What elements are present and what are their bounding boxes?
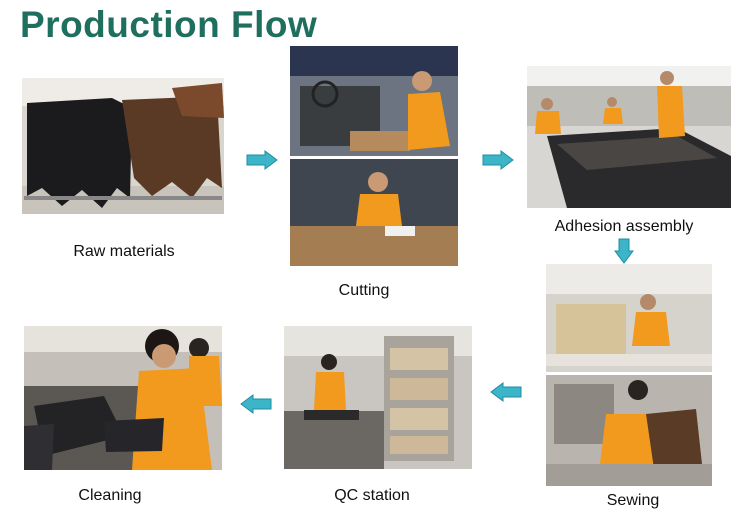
arrow-right-icon — [246, 150, 278, 170]
adhesion-assembly-photo — [527, 66, 731, 208]
step-label-adhesion-assembly: Adhesion assembly — [554, 218, 694, 235]
arrow-left-icon — [240, 394, 272, 414]
sewing-photo — [546, 264, 712, 486]
arrow-right-icon — [482, 150, 514, 170]
raw-materials-photo — [22, 78, 224, 214]
step-label-sewing: Sewing — [606, 492, 660, 509]
step-label-qc-station: QC station — [334, 487, 410, 504]
arrow-left-icon — [490, 382, 522, 402]
qc-station-photo — [284, 326, 472, 469]
step-label-cutting: Cutting — [338, 282, 390, 299]
page-title: Production Flow — [20, 4, 318, 45]
cutting-photo — [290, 46, 458, 266]
cleaning-photo — [24, 326, 222, 470]
step-label-raw-materials: Raw materials — [73, 243, 175, 260]
arrow-down-icon — [614, 238, 634, 264]
step-label-cleaning: Cleaning — [78, 487, 142, 504]
